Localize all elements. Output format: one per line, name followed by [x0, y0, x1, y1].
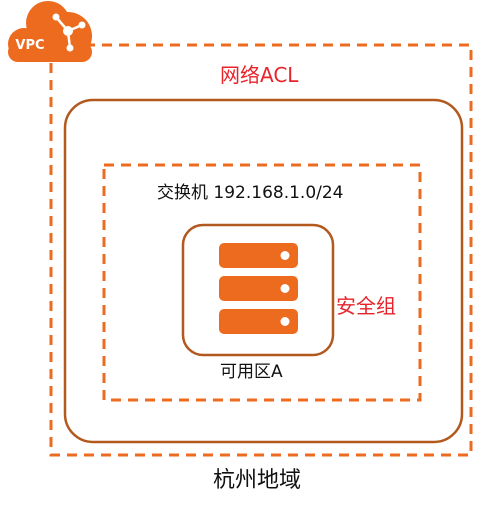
vswitch-label: 交换机 192.168.1.0/24	[157, 183, 344, 203]
cloud-network-icon	[8, 1, 92, 62]
security-group-label: 安全组	[336, 294, 396, 318]
vswitch-boundary	[102, 163, 422, 402]
vpc-boundary	[49, 43, 473, 457]
server-stack-icon	[219, 243, 298, 334]
security-group-boundary	[181, 223, 335, 357]
network-acl-label: 网络ACL	[220, 63, 299, 87]
vpc-badge-label: VPC	[15, 38, 45, 53]
region-label: 杭州地域	[213, 468, 302, 493]
zone-label: 可用区A	[220, 362, 283, 382]
network-acl-boundary	[63, 98, 464, 444]
